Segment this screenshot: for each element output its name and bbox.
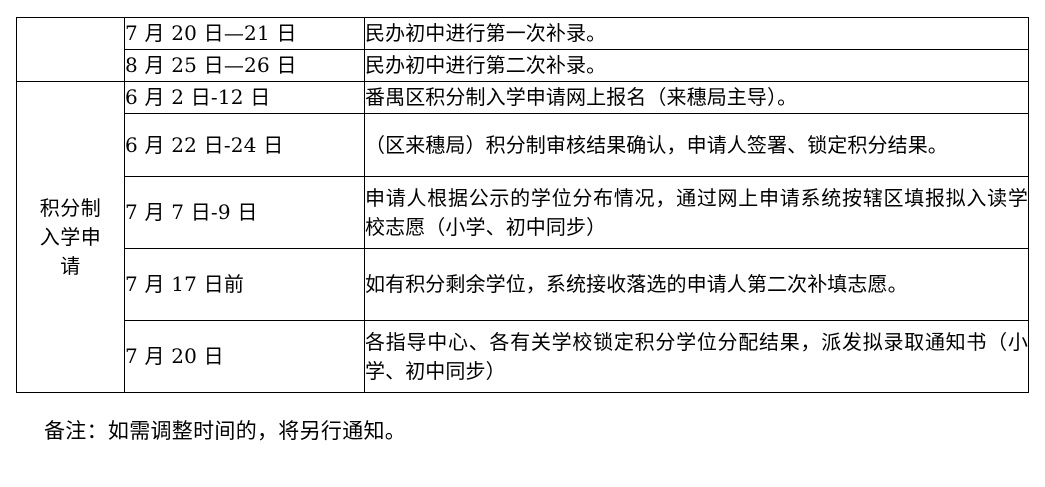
table-row: 7 月 17 日前 如有积分剩余学位，系统接收落选的申请人第二次补填志愿。 [17, 248, 1029, 321]
row-date-cell: 7 月 20 日 [124, 320, 365, 393]
table-row: 积分制 入学申 请 6 月 2 日-12 日 番禺区积分制入学申请网上报名（来穗… [16, 81, 1029, 393]
category-label-line-2: 入学申 [39, 224, 102, 249]
row-content-cell: 申请人根据公示的学位分布情况，通过网上申请系统按辖区填报拟入读学校志愿（小学、初… [364, 176, 1029, 249]
row-date-cell: 8 月 25 日—26 日 [124, 49, 365, 82]
table-row: 7 月 7 日-9 日 申请人根据公示的学位分布情况，通过网上申请系统按辖区填报… [17, 176, 1029, 249]
table-row: 8 月 25 日—26 日 民办初中进行第二次补录。 [17, 49, 1029, 82]
row-content-cell: （区来穗局）积分制审核结果确认，申请人签署、锁定积分结果。 [364, 113, 1029, 177]
category-label-line-3: 请 [60, 253, 81, 278]
row-date-cell: 7 月 17 日前 [124, 248, 365, 321]
category-label-line-1: 积分制 [39, 195, 102, 220]
row-content-cell: 番禺区积分制入学申请网上报名（来穗局主导）。 [364, 81, 1029, 114]
table-row: 7 月 20 日—21 日 民办初中进行第一次补录。 [16, 17, 1029, 82]
row-date-cell: 7 月 20 日—21 日 [124, 17, 365, 50]
row-content-cell: 民办初中进行第一次补录。 [364, 17, 1029, 50]
table-row: 7 月 20 日 各指导中心、各有关学校锁定积分学位分配结果，派发拟录取通知书（… [17, 320, 1029, 393]
row-date-cell: 7 月 7 日-9 日 [124, 176, 365, 249]
row-date-cell: 6 月 22 日-24 日 [124, 113, 365, 177]
enrollment-schedule-table: 7 月 20 日—21 日 民办初中进行第一次补录。 8 月 25 日—26 日… [16, 17, 1029, 393]
footer-note: 备注：如需调整时间的，将另行通知。 [44, 419, 407, 443]
row-category-cell-points-admission: 积分制 入学申 请 [16, 81, 125, 393]
table-row: 6 月 22 日-24 日 （区来穗局）积分制审核结果确认，申请人签署、锁定积分… [17, 113, 1029, 177]
row-date-cell: 6 月 2 日-12 日 [124, 81, 365, 114]
row-content-cell: 各指导中心、各有关学校锁定积分学位分配结果，派发拟录取通知书（小学、初中同步） [364, 320, 1029, 393]
row-content-cell: 民办初中进行第二次补录。 [364, 49, 1029, 82]
row-category-cell-empty [16, 17, 125, 82]
row-content-cell: 如有积分剩余学位，系统接收落选的申请人第二次补填志愿。 [364, 248, 1029, 321]
